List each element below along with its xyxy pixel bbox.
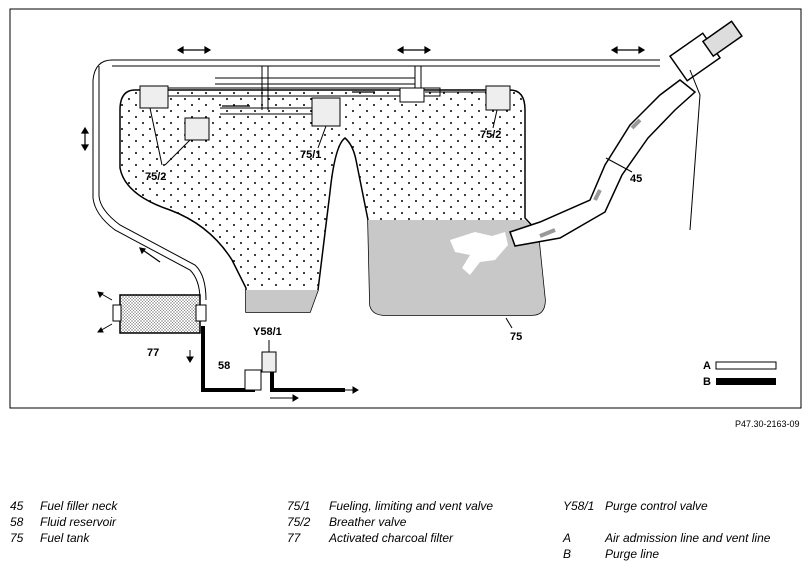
breather-valve-right <box>485 85 511 111</box>
legend-label-a: A <box>703 360 711 372</box>
legend-code: 77 <box>287 531 301 545</box>
breather-valve-left <box>139 85 210 141</box>
legend-row: A Air admission line and vent line <box>563 530 770 546</box>
legend-code: 75/2 <box>287 515 311 529</box>
legend-row: B Purge line <box>563 546 770 562</box>
legend-code: 75 <box>10 531 24 545</box>
charcoal-filter <box>97 291 207 363</box>
legend-text: Fluid reservoir <box>40 515 117 529</box>
legend-spacer <box>563 514 770 530</box>
legend-line-a-symbol <box>715 361 777 370</box>
legend-code: Y58/1 <box>563 499 595 513</box>
label-58: 58 <box>218 360 230 372</box>
legend-text: Fueling, limiting and vent valve <box>329 499 494 513</box>
label-77: 77 <box>147 347 159 359</box>
label-75-2-left: 75/2 <box>145 171 166 183</box>
legend-text: Air admission line and vent line <box>605 531 771 545</box>
legend-label-b: B <box>703 376 711 388</box>
fluid-reservoir <box>244 369 262 391</box>
legend-row: Y58/1 Purge control valve <box>563 498 770 514</box>
flow-arrows <box>80 45 646 263</box>
label-45: 45 <box>630 173 642 185</box>
filler-neck <box>509 79 697 247</box>
legend-text: Breather valve <box>329 515 407 529</box>
fuel-level-left <box>246 290 318 312</box>
legend-text: Purge control valve <box>605 499 708 513</box>
purge-line <box>201 326 345 392</box>
legend-column-2: 75/1 Fueling, limiting and vent valve 75/… <box>287 498 493 546</box>
legend-row: 58 Fluid reservoir <box>10 514 117 530</box>
legend-code: 75/1 <box>287 499 311 513</box>
legend-row: 75/1 Fueling, limiting and vent valve <box>287 498 493 514</box>
label-y58-1: Y58/1 <box>253 326 282 338</box>
legend-text: Fuel tank <box>40 531 90 545</box>
legend-row: 75/2 Breather valve <box>287 514 493 530</box>
legend-column-1: 45 Fuel filler neck 58 Fluid reservoir 75 F… <box>10 498 117 546</box>
purge-arrow-right <box>345 386 359 394</box>
legend-row: 77 Activated charcoal filter <box>287 530 493 546</box>
fuel-system-diagram: 45 58 75 75/1 75/2 75/2 77 Y58/1 A B <box>9 8 802 409</box>
legend-code: 45 <box>10 499 24 513</box>
legend-row: 45 Fuel filler neck <box>10 498 117 514</box>
legend-column-3: Y58/1 Purge control valve A Air admission … <box>563 498 770 562</box>
purge-arrow <box>270 394 299 402</box>
legend-code: B <box>563 547 572 561</box>
legend-row: 75 Fuel tank <box>10 530 117 546</box>
rollover-valve <box>399 87 425 103</box>
legend-text: Activated charcoal filter <box>329 531 454 545</box>
legend-line-b-symbol <box>716 378 776 385</box>
legend-text: Fuel filler neck <box>40 499 118 513</box>
purge-control-valve <box>261 340 277 373</box>
label-75-1: 75/1 <box>300 149 321 161</box>
legend-code: 58 <box>10 515 24 529</box>
leader-lines <box>149 107 633 329</box>
filler-cap <box>668 20 743 231</box>
diagram-frame <box>9 8 802 409</box>
fuel-splash <box>450 232 508 275</box>
legend-code: A <box>563 531 572 545</box>
filler-neck-arrows <box>539 118 642 238</box>
fueling-limiting-vent-valve <box>311 97 341 127</box>
figure-reference: P47.30-2163-09 <box>735 419 800 429</box>
legend-text: Purge line <box>605 547 660 561</box>
label-75: 75 <box>510 331 522 343</box>
label-75-2-right: 75/2 <box>480 129 501 141</box>
